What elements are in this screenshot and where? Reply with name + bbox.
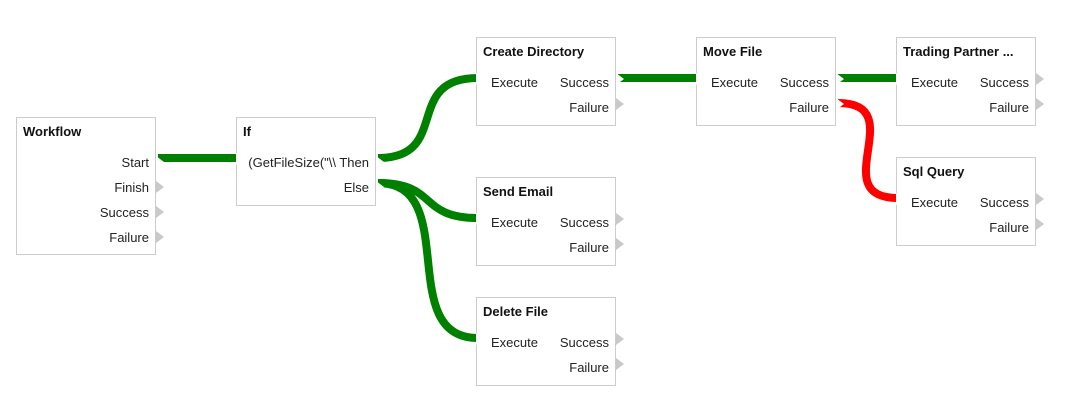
port-success-label: Success: [559, 335, 609, 350]
port-success-label: Success: [979, 75, 1029, 90]
edge-if-then-to-create-directory[interactable]: [377, 74, 479, 162]
port-execute-arrow-icon[interactable]: [896, 73, 904, 85]
port-execute-label: Execute: [911, 75, 958, 90]
port-success-arrow-icon[interactable]: [1036, 73, 1044, 85]
port-success-arrow-icon[interactable]: [836, 73, 844, 85]
port-success-label: Success: [979, 195, 1029, 210]
port-finish-arrow-icon[interactable]: [156, 181, 164, 193]
port-failure-label: Failure: [989, 100, 1029, 115]
port-success-arrow-icon[interactable]: [1036, 193, 1044, 205]
node-move-file[interactable]: Move File Execute Success Failure: [696, 37, 844, 126]
port-execute-arrow-icon[interactable]: [696, 73, 704, 85]
port-failure-label: Failure: [569, 240, 609, 255]
node-title: Send Email: [483, 184, 554, 199]
node-create-directory[interactable]: Create Directory Execute Success Failure: [476, 37, 624, 126]
edge-if-else-to-delete-file[interactable]: [377, 179, 479, 342]
port-failure-arrow-icon[interactable]: [616, 98, 624, 110]
node-title: Create Directory: [483, 44, 585, 59]
port-condition-label: (GetFileSize("\\ Then: [248, 155, 369, 170]
port-success-label: Success: [559, 75, 609, 90]
port-start-label: Start: [121, 155, 149, 170]
port-success-arrow-icon[interactable]: [616, 333, 624, 345]
port-failure-arrow-icon[interactable]: [616, 358, 624, 370]
node-if[interactable]: If (GetFileSize("\\ Then Else: [236, 117, 384, 206]
port-condition-arrow-icon[interactable]: [376, 156, 384, 168]
port-execute-label: Execute: [491, 215, 538, 230]
node-send-email[interactable]: Send Email Execute Success Failure: [476, 177, 624, 266]
port-success-arrow-icon[interactable]: [616, 213, 624, 225]
node-title: Sql Query: [903, 164, 965, 179]
port-in-arrow-icon[interactable]: [236, 153, 244, 165]
port-success-arrow-icon[interactable]: [616, 73, 624, 85]
node-trading-partner[interactable]: Trading Partner ... Execute Success Fail…: [896, 37, 1044, 126]
port-execute-label: Execute: [911, 195, 958, 210]
node-title: Move File: [703, 44, 763, 59]
port-success-label: Success: [99, 205, 149, 220]
node-title: If: [243, 124, 251, 139]
port-failure-arrow-icon[interactable]: [1036, 218, 1044, 230]
port-execute-arrow-icon[interactable]: [476, 213, 484, 225]
port-failure-arrow-icon[interactable]: [1036, 98, 1044, 110]
port-failure-label: Failure: [569, 100, 609, 115]
port-start-arrow-icon[interactable]: [156, 156, 164, 168]
node-sql-query[interactable]: Sql Query Execute Success Failure: [896, 157, 1044, 246]
port-failure-arrow-icon[interactable]: [836, 98, 844, 110]
port-failure-arrow-icon[interactable]: [156, 231, 164, 243]
port-failure-label: Failure: [569, 360, 609, 375]
edge-move-file-failure-to-sql-query[interactable]: [837, 99, 899, 202]
node-workflow[interactable]: Workflow Start Finish Success Failure: [16, 117, 164, 255]
port-success-label: Success: [559, 215, 609, 230]
port-execute-arrow-icon[interactable]: [476, 333, 484, 345]
port-execute-label: Execute: [491, 335, 538, 350]
port-finish-label: Finish: [114, 180, 149, 195]
port-else-label: Else: [343, 180, 369, 195]
port-failure-label: Failure: [989, 220, 1029, 235]
port-success-arrow-icon[interactable]: [156, 206, 164, 218]
node-delete-file[interactable]: Delete File Execute Success Failure: [476, 297, 624, 386]
port-success-label: Success: [779, 75, 829, 90]
port-failure-label: Failure: [789, 100, 829, 115]
node-title: Delete File: [483, 304, 549, 319]
port-failure-arrow-icon[interactable]: [616, 238, 624, 250]
node-title: Trading Partner ...: [903, 44, 1014, 59]
port-execute-arrow-icon[interactable]: [896, 193, 904, 205]
node-title: Workflow: [23, 124, 82, 139]
edge-if-else-to-send-email[interactable]: [377, 179, 479, 222]
port-failure-label: Failure: [109, 230, 149, 245]
port-execute-label: Execute: [491, 75, 538, 90]
port-execute-label: Execute: [711, 75, 758, 90]
port-execute-arrow-icon[interactable]: [476, 73, 484, 85]
port-else-arrow-icon[interactable]: [376, 181, 384, 193]
